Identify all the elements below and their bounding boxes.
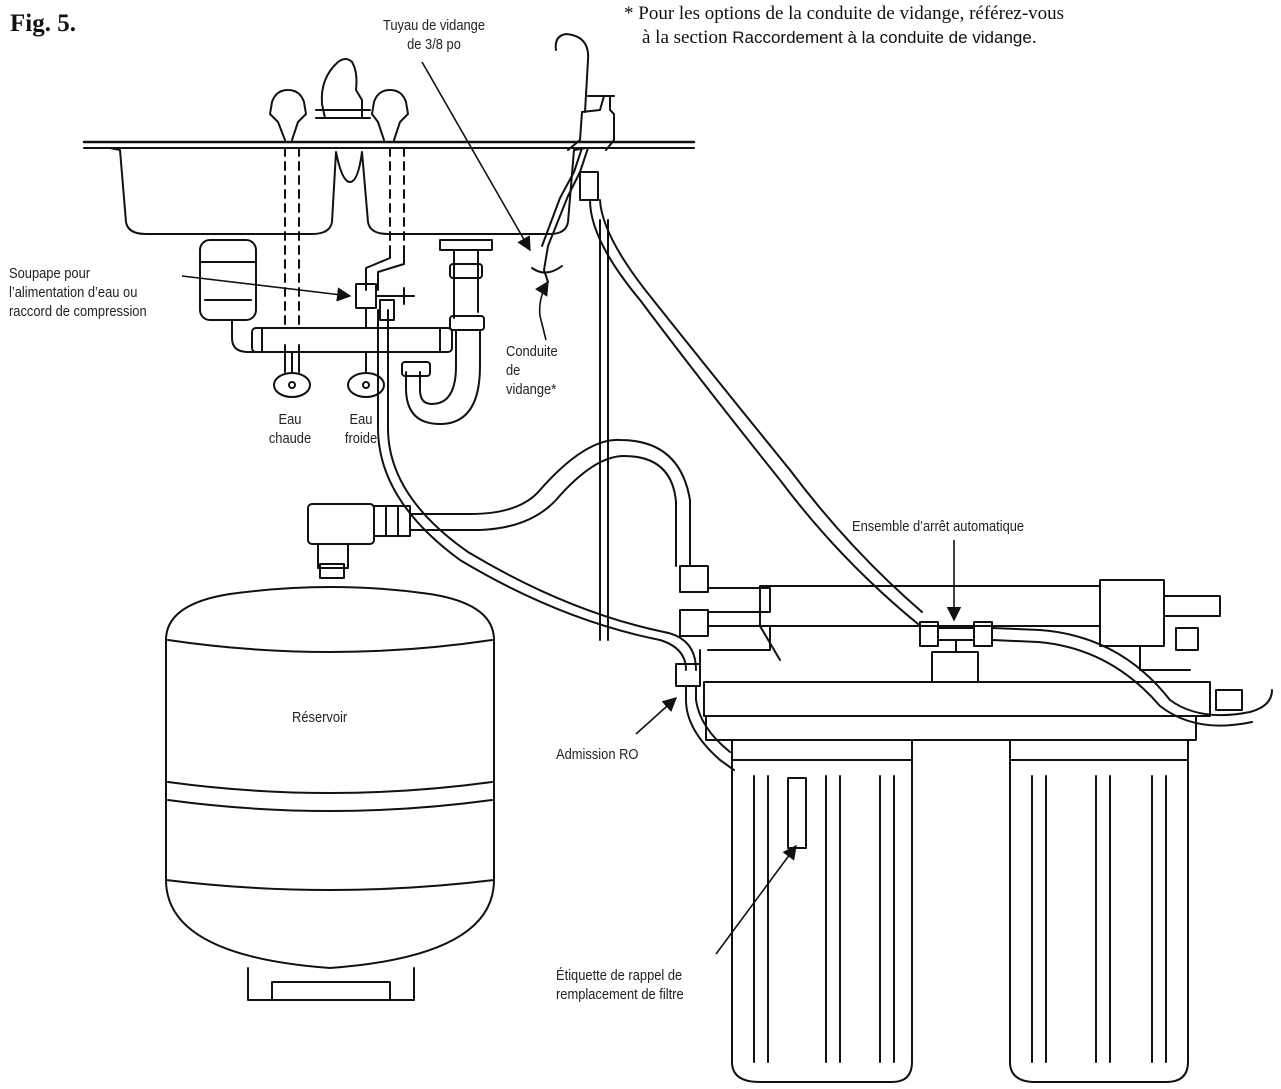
label-drain-tube: Tuyau de vidange de 3/8 po xyxy=(382,17,486,53)
filter-housings xyxy=(731,739,1189,1083)
label-hot-water: Eau chaude xyxy=(268,411,312,447)
drain-tube xyxy=(531,147,589,283)
tank-tube xyxy=(599,219,609,641)
sink-faucet xyxy=(269,58,409,141)
note-line-2: à la section Raccordement à la conduite … xyxy=(624,26,1064,50)
label-drain-line: Conduite de vidange* xyxy=(506,343,558,398)
storage-tank xyxy=(165,563,495,1001)
compression-fitting xyxy=(355,283,415,329)
cold-water-tube xyxy=(377,309,697,671)
label-ro-inlet: Admission RO xyxy=(556,746,639,763)
water-pipes xyxy=(284,249,405,373)
drain-connector xyxy=(231,319,453,353)
drain-options-note: * Pour les options de la conduite de vid… xyxy=(624,2,1064,50)
p-trap xyxy=(401,239,493,425)
countertop xyxy=(82,140,696,149)
note-suffix: . xyxy=(1031,27,1037,48)
shutoff-tube xyxy=(991,627,1273,727)
figure-title: Fig. 5. xyxy=(10,10,76,37)
note-line-1: * Pour les options de la conduite de vid… xyxy=(624,3,1065,24)
label-filter-reminder: Étiquette de rappel de remplacement de f… xyxy=(556,967,684,1003)
valve-handles xyxy=(273,351,385,398)
supply-lines xyxy=(284,147,405,326)
note-prefix: à la section xyxy=(642,27,733,48)
tank-valve xyxy=(307,503,411,569)
note-section-link: Raccordement à la conduite de vidange xyxy=(732,28,1032,47)
label-supply-valve: Soupape pour l’alimentation d’eau ou rac… xyxy=(9,265,147,320)
label-tank: Réservoir xyxy=(292,709,348,726)
faucet-tube xyxy=(579,171,923,625)
shutoff-assembly xyxy=(919,621,993,683)
leader-arrows xyxy=(181,61,962,955)
tank-to-ro-tube xyxy=(409,438,691,567)
ro-faucet xyxy=(554,33,615,151)
sink-basins xyxy=(109,147,587,235)
label-shutoff-assembly: Ensemble d’arrêt automatique xyxy=(852,518,1025,535)
label-cold-water: Eau froide xyxy=(344,411,378,447)
garbage-disposal xyxy=(199,239,257,321)
ro-inlet xyxy=(675,663,735,771)
